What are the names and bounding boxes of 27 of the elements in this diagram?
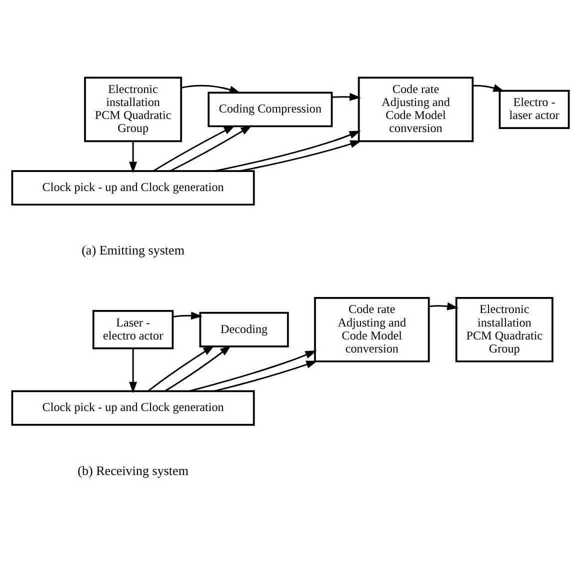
arrow xyxy=(153,124,236,172)
node-box: Clock pick - up and Clock generation xyxy=(11,170,255,206)
arrow xyxy=(240,140,362,172)
label: (a) Emitting system xyxy=(82,242,185,258)
arrow xyxy=(214,130,361,172)
arrow xyxy=(172,311,202,320)
node-box: Electronic installation PCM Quadratic Group xyxy=(455,296,554,362)
arrow xyxy=(332,92,362,100)
label: (b) Receiving system xyxy=(78,462,188,478)
arrow xyxy=(148,344,215,392)
node-box: Code rate Adjusting and Code Model conversion xyxy=(314,296,430,362)
node-box: Electro - laser actor xyxy=(498,89,570,129)
arrow xyxy=(189,350,317,392)
arrow xyxy=(181,84,241,93)
arrow xyxy=(164,344,232,392)
arrow xyxy=(214,360,318,392)
node-box: Clock pick - up and Clock generation xyxy=(11,390,255,426)
node-box: Laser - electro actor xyxy=(92,310,174,349)
arrow xyxy=(170,124,252,172)
node-box: Code rate Adjusting and Code Model conversion xyxy=(358,76,474,142)
arrow xyxy=(129,141,138,173)
arrow xyxy=(472,84,505,92)
node-box: Decoding xyxy=(199,311,289,347)
arrow xyxy=(428,302,459,310)
arrow xyxy=(129,348,138,393)
node-box: Coding Compression xyxy=(208,91,333,127)
node-box: Electronic installation PCM Quadratic Group xyxy=(84,76,182,142)
